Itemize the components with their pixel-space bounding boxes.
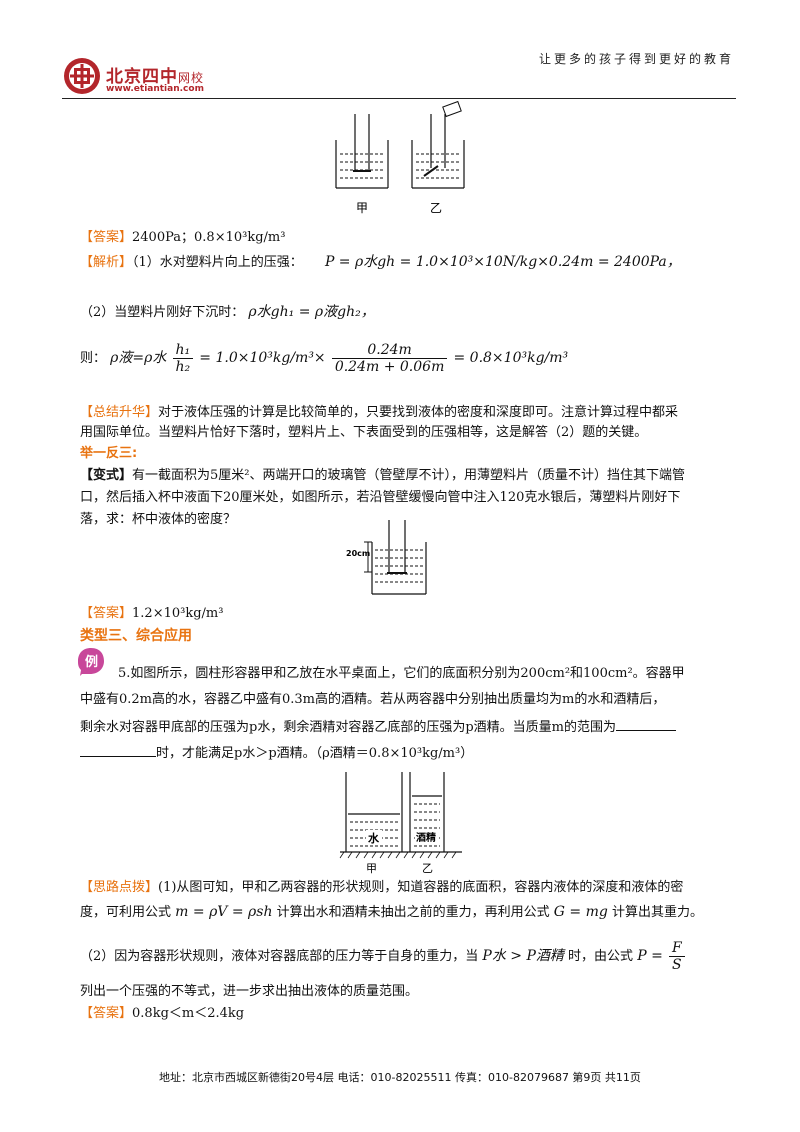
fig-label-yi: 乙: [422, 862, 433, 875]
variant-fig-depth-label: 20cm: [346, 549, 370, 558]
q1-analysis-2: （2）当塑料片刚好下沉时： ρ水gh₁ = ρ液gh₂，: [80, 304, 375, 320]
answer-blank-2[interactable]: [80, 742, 156, 757]
container-yi: [411, 100, 465, 189]
type3-hint-3: （2）因为容器形状规则，液体对容器底部的压力等于自身的重力，当 P水 > P酒精…: [80, 938, 687, 975]
fig-label-jia: 甲: [366, 862, 377, 875]
page-footer: 地址：北京市西城区新德街20号4层 电话：010-82025511 传真：010…: [159, 1071, 641, 1084]
variant-line-2: 口，然后插入杯中液面下20厘米处，如图所示，若沿管壁缓慢向管中注入120克水银后…: [80, 490, 681, 505]
type3-hint-1: 【思路点拨】(1)从图可知，甲和乙两容器的形状规则，知道容器的底面积，容器内液体…: [80, 880, 684, 895]
site-logo[interactable]: 北京四中网校 www.etiantian.com: [62, 56, 232, 100]
q1-analysis-1: 【解析】（1）水对塑料片向上的压强： P = ρ水gh = 1.0×10³×10…: [80, 254, 681, 270]
example-badge-icon: 例: [78, 648, 104, 676]
type3-question-3: 剩余水对容器甲底部的压强为p水，剩余酒精对容器乙底部的压强为p酒精。当质量m的范…: [80, 716, 676, 738]
fig1-label-jia: 甲: [356, 201, 368, 215]
type3-hint-2: 度，可利用公式 m = ρV = ρsh 计算出水和酒精未抽出之前的重力，再利用…: [80, 904, 703, 920]
type3-question-4: 时，才能满足p水＞p酒精。（ρ酒精＝0.8×10³kg/m³）: [80, 742, 473, 764]
svg-text:例: 例: [85, 654, 98, 670]
type3-heading: 类型三、综合应用: [80, 628, 192, 644]
header-slogan: 让更多的孩子得到更好的教育: [538, 52, 734, 66]
figure-variant-cup: 20cm: [346, 520, 427, 595]
header-divider: [62, 98, 736, 99]
type3-hint-4: 列出一个压强的不等式，进一步求出抽出液体的质量范围。: [80, 984, 419, 999]
type3-question-1: 5.如图所示，圆柱形容器甲和乙放在水平桌面上，它们的底面积分别为200cm²和1…: [118, 666, 685, 681]
variant-line-3: 落，求：杯中液体的密度？: [80, 512, 237, 527]
type3-answer: 【答案】0.8kg＜m＜2.4kg: [80, 1006, 245, 1021]
answer-blank-1[interactable]: [615, 716, 676, 731]
figure-water-alcohol: 水 酒精 甲 乙: [339, 772, 462, 875]
container-jia: [335, 114, 389, 189]
logo-url: www.etiantian.com: [106, 84, 204, 94]
variant-answer: 【答案】1.2×10³kg/m³: [80, 606, 224, 621]
fig1-label-yi: 乙: [430, 201, 442, 215]
variant-heading: 举一反三:: [80, 446, 138, 461]
logo-emblem-icon: [64, 58, 100, 94]
variant-line-1: 【变式】有一截面积为5厘米²、两端开口的玻璃管（管壁厚不计），用薄塑料片（质量不…: [80, 468, 685, 483]
logo-text: 北京四中网校: [106, 67, 205, 87]
q1-summary-2: 用国际单位。当塑料片恰好下落时，塑料片上、下表面受到的压强相等，这是解答（2）题…: [80, 425, 648, 440]
fig-water-label: 水: [368, 831, 380, 845]
type3-question-2: 中盛有0.2m高的水，容器乙中盛有0.3m高的酒精。若从两容器中分别抽出质量均为…: [80, 692, 666, 707]
q1-summary-1: 【总结升华】对于液体压强的计算是比较简单的，只要找到液体的密度和深度即可。注意计…: [80, 405, 679, 420]
q1-answer: 【答案】2400Pa；0.8×10³kg/m³: [80, 230, 286, 245]
figure-tubes-jia-yi: 甲 乙: [335, 100, 465, 215]
fig-alcohol-label: 酒精: [416, 831, 436, 844]
